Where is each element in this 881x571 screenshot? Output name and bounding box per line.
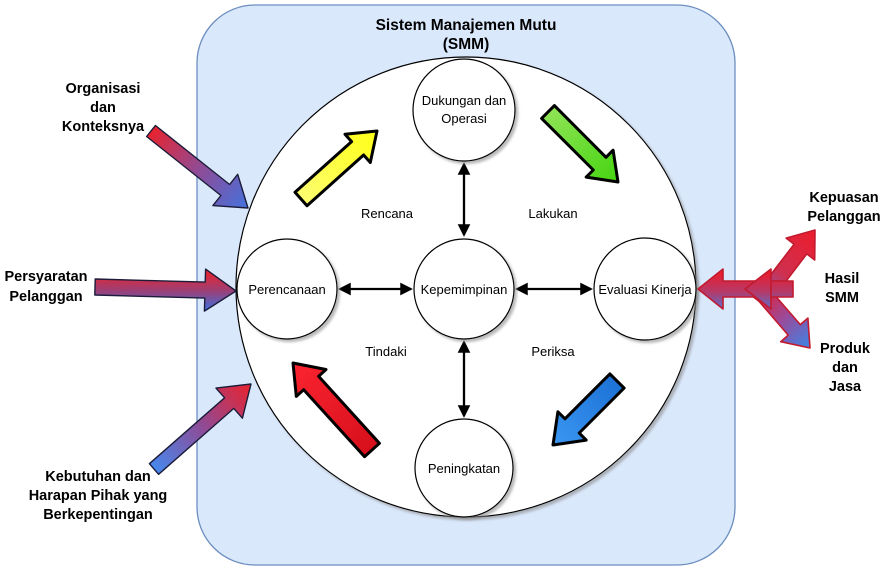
- node-improvement-label: Peningkatan: [428, 461, 500, 476]
- diagram-title-line2: (SMM): [443, 36, 490, 53]
- input-needs-line3: Berkepentingan: [43, 507, 153, 523]
- output-satisfaction-line2: Pelanggan: [807, 209, 880, 225]
- output-results-line2: SMM: [825, 290, 859, 306]
- output-results-line1: Hasil: [825, 271, 860, 287]
- input-requirements-line1: Persyaratan: [4, 269, 87, 285]
- input-organization-line3: Konteksnya: [62, 119, 145, 135]
- quadrant-label-act: Tindaki: [365, 344, 407, 359]
- quadrant-label-do: Lakukan: [528, 206, 577, 221]
- input-arrow-organization: [145, 124, 249, 209]
- output-products-line1: Produk: [820, 341, 871, 357]
- node-support-label-line2: Operasi: [441, 111, 487, 126]
- node-planning-label: Perencanaan: [248, 282, 325, 297]
- node-improvement: [414, 418, 514, 518]
- output-arrow-chevron: [744, 268, 772, 310]
- cycle-arrow-plan-yellow: [293, 129, 379, 208]
- node-leadership-label: Kepemimpinan: [421, 282, 508, 297]
- node-planning: [236, 238, 338, 340]
- input-organization-line2: dan: [90, 100, 116, 116]
- cycle-arrow-check-blue: [551, 372, 626, 447]
- cycle-arrow-do-green: [540, 104, 620, 184]
- input-arrow-customer-requirements: [94, 268, 237, 312]
- quadrant-label-plan: Rencana: [361, 206, 414, 221]
- input-needs-line1: Kebutuhan dan: [45, 469, 151, 485]
- quadrant-label-check: Periksa: [531, 344, 575, 359]
- output-satisfaction-line1: Kepuasan: [809, 190, 878, 206]
- node-leadership: [413, 238, 515, 340]
- input-needs-line2: Harapan Pihak yang: [29, 488, 168, 504]
- output-products-line2: dan: [832, 360, 858, 376]
- cycle-arrow-act-red: [291, 361, 381, 459]
- node-support-operations: [412, 58, 516, 162]
- diagram-title-line1: Sistem Manajemen Mutu: [376, 17, 557, 34]
- node-support-label-line1: Dukungan dan: [422, 93, 507, 108]
- input-requirements-line2: Pelanggan: [9, 289, 82, 305]
- node-evaluation-label: Evaluasi Kinerja: [598, 282, 692, 297]
- output-products-line3: Jasa: [829, 379, 862, 395]
- input-organization-line1: Organisasi: [66, 81, 141, 97]
- input-arrow-stakeholder-needs: [148, 383, 252, 475]
- node-performance-evaluation: [593, 237, 697, 341]
